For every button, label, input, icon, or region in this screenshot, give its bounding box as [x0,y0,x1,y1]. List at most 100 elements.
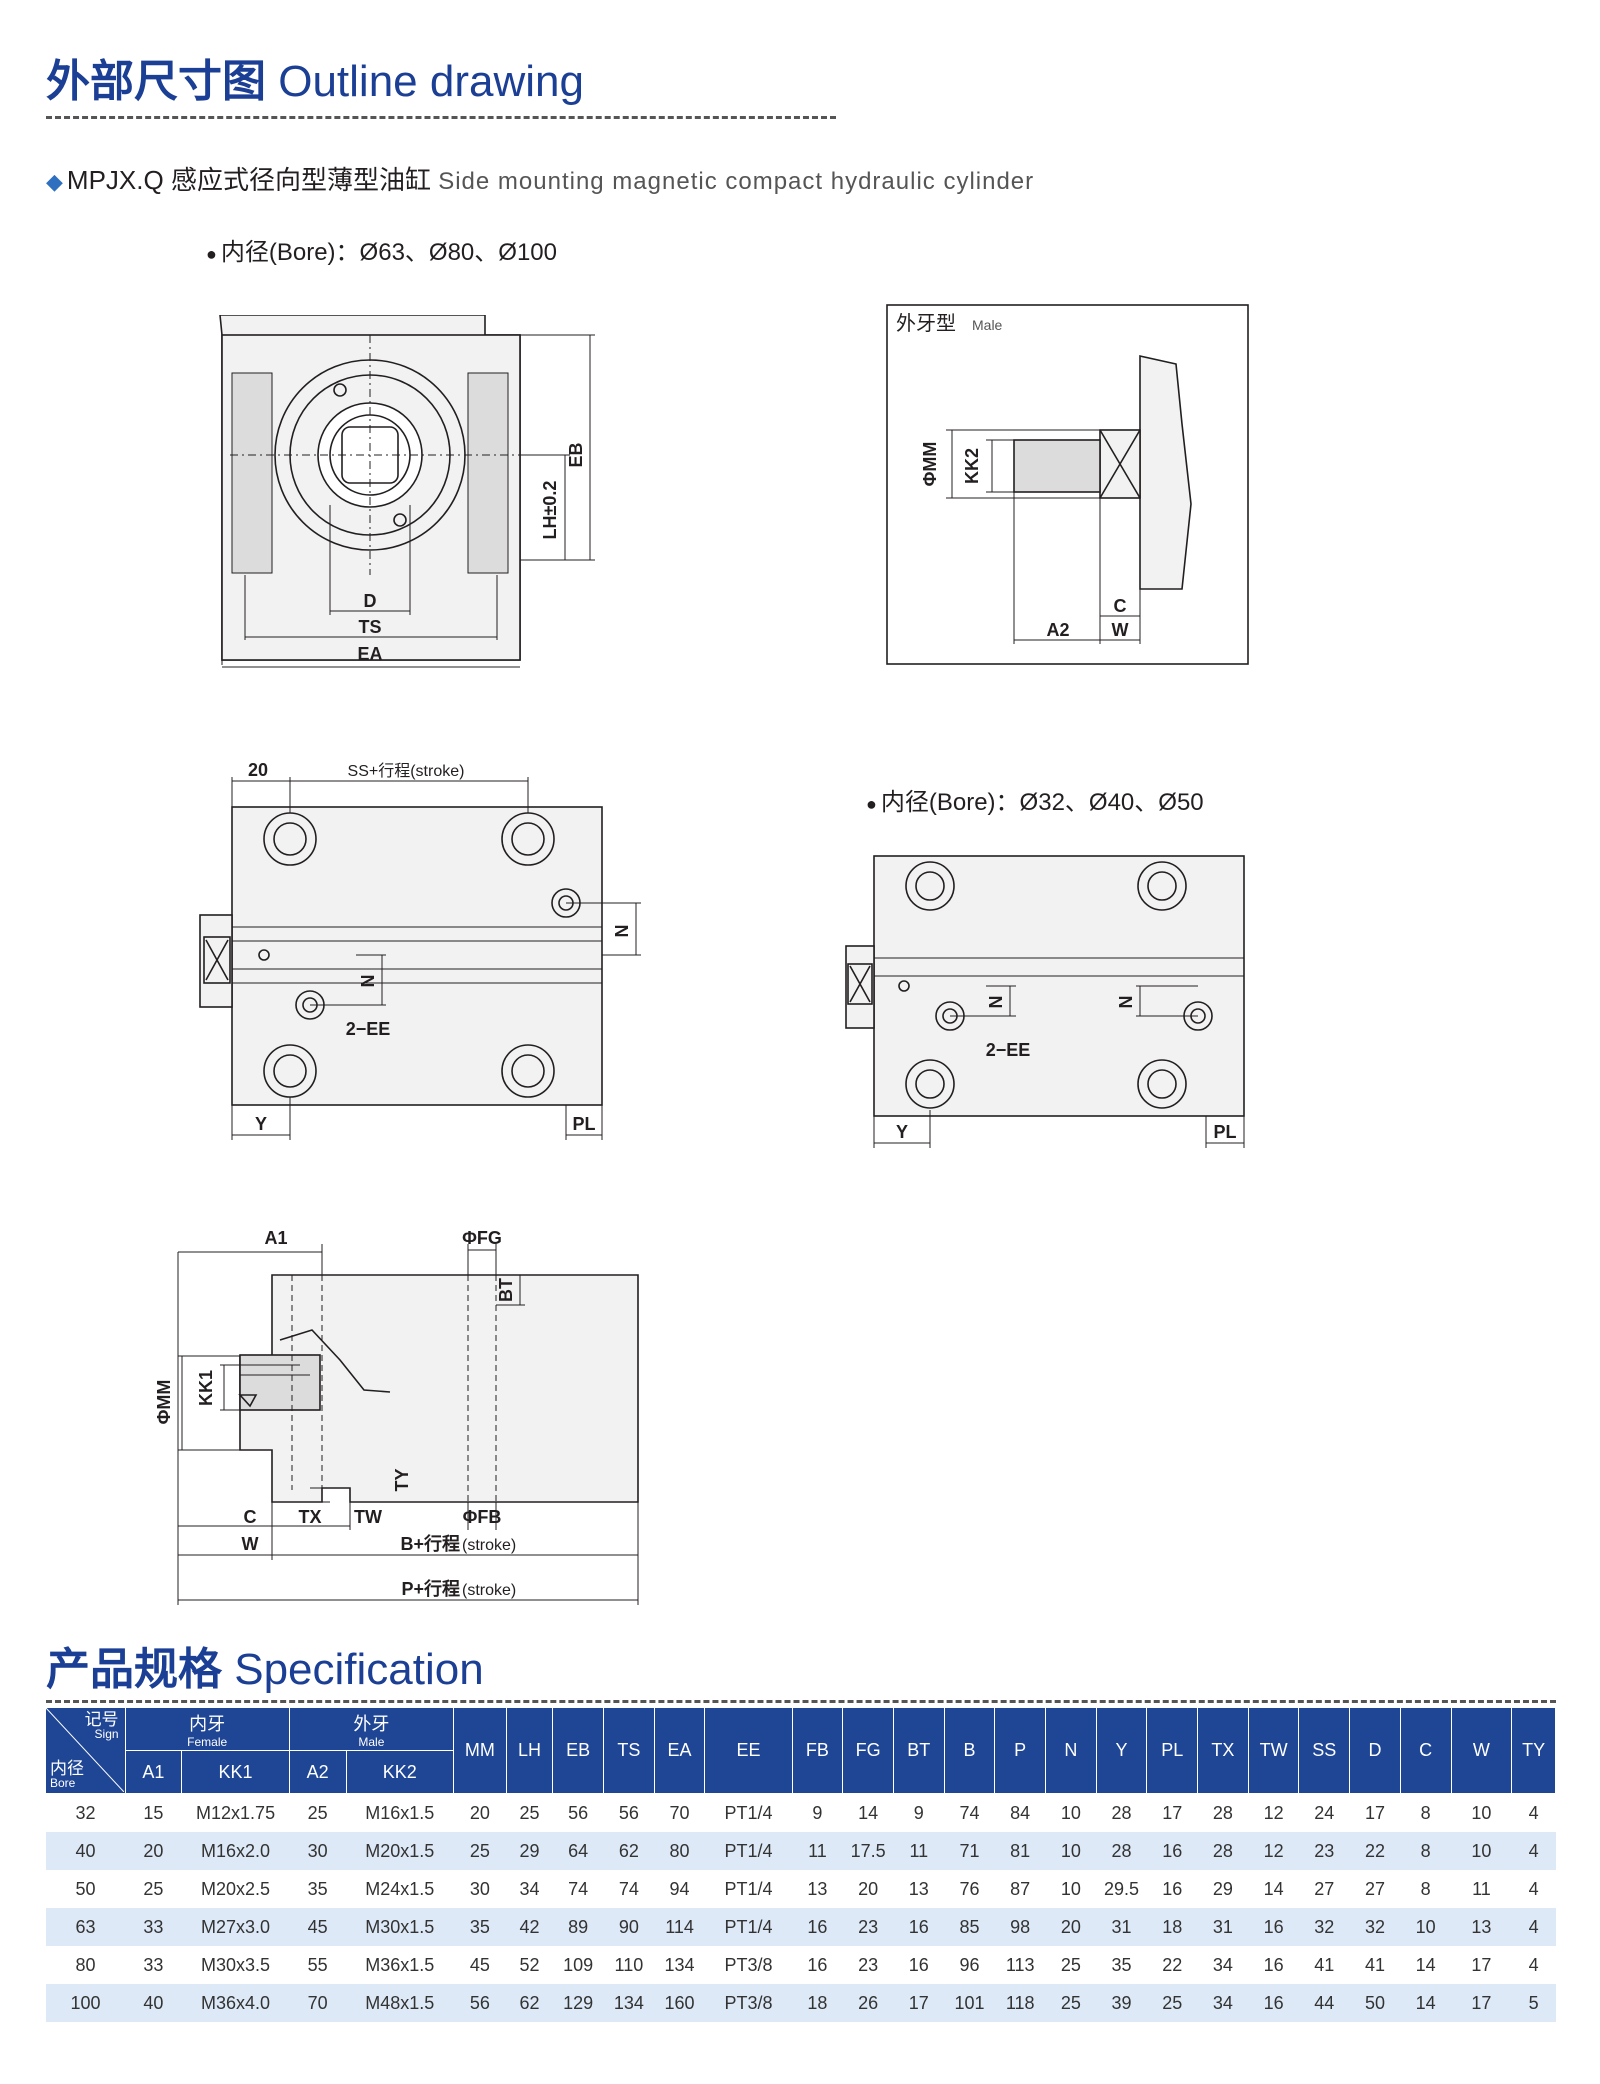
table-cell: 17 [1349,1793,1401,1832]
corner-bore-en: Bore [50,1776,76,1790]
side-view-small: N N 2−EE Y PL [836,848,1256,1148]
table-cell: 41 [1298,1946,1350,1984]
table-cell: PT1/4 [704,1908,793,1946]
table-cell: 25 [125,1870,182,1908]
table-cell: 28 [1197,1793,1249,1832]
table-cell: 23 [842,1946,894,1984]
table-cell: 134 [603,1984,655,2022]
label-ee-1: 2−EE [346,1019,391,1039]
table-cell: PT3/8 [704,1984,793,2022]
col-header: TY [1511,1708,1556,1794]
table-cell: 64 [552,1832,604,1870]
table-cell: 12 [1248,1832,1299,1870]
label-lh: LH±0.2 [540,481,560,540]
table-cell: 20 [842,1870,894,1908]
table-cell: 74 [944,1793,995,1832]
table-cell: 18 [1146,1908,1198,1946]
table-cell: 96 [944,1946,995,1984]
subtitle-cn: 感应式径向型薄型油缸 [170,165,431,195]
label-ea: EA [357,644,382,664]
table-cell: 10 [1400,1908,1452,1946]
label-mm-section: ΦMM [154,1380,174,1425]
label-tw: TW [354,1507,382,1527]
table-cell: 16 [1146,1870,1198,1908]
spec-divider [46,1700,1556,1703]
table-cell: 17 [1451,1984,1512,2022]
col-header: TW [1248,1708,1300,1794]
label-y-2: Y [896,1122,908,1142]
table-cell: 101 [944,1984,995,2022]
col-header: P [994,1708,1047,1794]
table-cell: M24x1.5 [346,1870,454,1908]
table-cell: 89 [552,1908,604,1946]
table-cell: 13 [1451,1908,1512,1946]
table-cell: 31 [1096,1908,1147,1946]
table-cell: 34 [1197,1946,1249,1984]
label-pl-1: PL [572,1114,595,1134]
spec-title-en: Specification [234,1645,484,1694]
label-b-stroke-en: (stroke) [462,1537,516,1554]
table-cell: 20 [453,1793,507,1832]
label-20: 20 [248,760,268,780]
table-cell: 39 [1096,1984,1147,2022]
table-cell: 98 [994,1908,1046,1946]
label-fg: ΦFG [462,1230,502,1248]
table-cell: 134 [654,1946,705,1984]
table-cell: 129 [552,1984,604,2022]
bore-cell: 50 [46,1870,126,1908]
label-y-1: Y [255,1114,267,1134]
sub-col-header: KK2 [346,1750,455,1794]
diamond-icon: ◆ [46,169,63,194]
table-cell: 18 [792,1984,843,2022]
table-cell: 33 [125,1908,182,1946]
table-cell: 9 [893,1793,945,1832]
corner-sign-cn: 记号 [84,1710,119,1729]
label-bt: BT [496,1278,516,1302]
table-cell: 44 [1298,1984,1350,2022]
table-cell: 45 [289,1908,347,1946]
subtitle-model: MPJX.Q [66,165,164,195]
table-cell: 25 [506,1793,553,1832]
bore-large-text: 内径(Bore)：Ø63、Ø80、Ø100 [220,239,557,266]
bore-small-text: 内径(Bore)：Ø32、Ø40、Ø50 [880,789,1204,816]
title-divider [46,116,836,119]
table-cell: 27 [1298,1870,1350,1908]
col-header: PL [1146,1708,1199,1794]
label-kk1: KK1 [196,1370,216,1406]
side-view-large: 20 SS+行程(stroke) N N 2−EE Y PL [186,755,646,1145]
table-cell: 5 [1511,1984,1556,2022]
table-cell: 14 [1400,1946,1452,1984]
table-cell: 41 [1349,1946,1401,1984]
table-cell: 14 [1248,1870,1299,1908]
table-cell: PT1/4 [704,1870,793,1908]
label-a1: A1 [264,1230,287,1248]
bore-label-small: ●内径(Bore)：Ø32、Ø40、Ø50 [866,782,1204,817]
table-cell: 4 [1511,1946,1556,1984]
table-cell: 11 [792,1832,843,1870]
outline-title-en: Outline drawing [278,57,584,106]
table-cell: 29.5 [1096,1870,1147,1908]
col-header: W [1451,1708,1513,1794]
table-cell: 4 [1511,1832,1556,1870]
table-cell: 56 [453,1984,507,2022]
table-cell: 10 [1451,1832,1512,1870]
sub-col-header: A2 [289,1750,347,1794]
table-cell: 34 [1197,1984,1249,2022]
table-cell: 13 [893,1870,945,1908]
table-cell: M48x1.5 [346,1984,454,2022]
table-cell: 23 [1298,1832,1350,1870]
table-cell: 10 [1451,1793,1512,1832]
table-cell: 56 [552,1793,604,1832]
col-header: EA [654,1708,706,1794]
table-cell: 16 [1248,1946,1299,1984]
table-cell: M20x1.5 [346,1832,454,1870]
col-header: FB [792,1708,844,1794]
table-cell: 50 [1349,1984,1401,2022]
table-cell: 8 [1400,1870,1452,1908]
col-header: EB [552,1708,605,1794]
table-cell: 17 [1451,1946,1512,1984]
table-cell: 29 [506,1832,553,1870]
table-cell: 17 [893,1984,945,2022]
